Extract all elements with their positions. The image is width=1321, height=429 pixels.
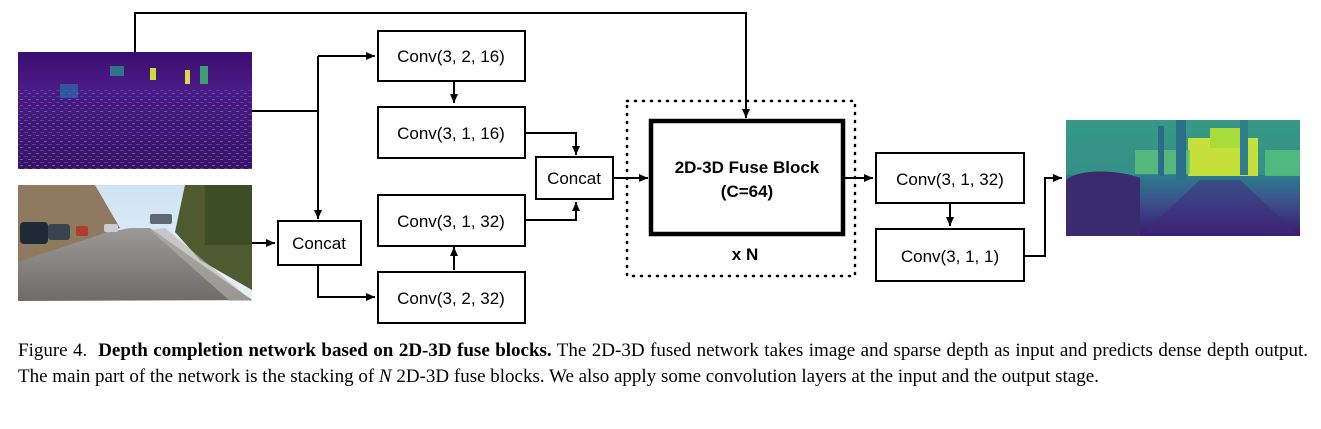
conv-out2-label: Conv(3, 1, 1) — [901, 247, 999, 266]
box-conv-a: Conv(3, 2, 16) — [377, 30, 526, 82]
box-conv-b: Conv(3, 1, 16) — [377, 106, 526, 159]
conv-c-label: Conv(3, 1, 32) — [397, 212, 505, 231]
conv-out1-label: Conv(3, 1, 32) — [896, 170, 1004, 189]
rgb-street-image — [18, 185, 252, 301]
box-concat-mid: Concat — [535, 156, 614, 200]
caption-title: Depth completion network based on 2D-3D … — [98, 340, 552, 361]
caption-var-n: N — [378, 366, 392, 387]
concat-input-label: Concat — [292, 234, 346, 253]
concat-mid-label: Concat — [547, 169, 601, 188]
caption-prefix: Figure 4. — [18, 340, 88, 361]
conv-d-label: Conv(3, 2, 32) — [397, 289, 505, 308]
fuse-block-channels: (C=64) — [721, 182, 773, 201]
box-fuse-block: 2D-3D Fuse Block (C=64) — [648, 118, 846, 237]
box-concat-input: Concat — [277, 220, 362, 266]
caption-text-1: The 2D-3D fused network takes image and … — [18, 340, 1308, 387]
repeat-region — [625, 99, 857, 278]
fuse-block-title: 2D-3D Fuse Block — [675, 158, 820, 177]
repeat-label: x N — [732, 245, 758, 264]
network-diagram: Conv(3, 2, 16) Conv(3, 1, 16) Conv(3, 1,… — [18, 12, 1300, 324]
box-conv-d: Conv(3, 2, 32) — [377, 271, 526, 324]
conv-a-label: Conv(3, 2, 16) — [397, 47, 505, 66]
dense-depth-output-image — [1066, 120, 1300, 236]
box-conv-out2: Conv(3, 1, 1) — [875, 228, 1025, 282]
caption-text-2: 2D-3D fuse blocks. We also apply some co… — [396, 366, 1099, 387]
sparse-depth-image — [18, 52, 252, 169]
conv-b-label: Conv(3, 1, 16) — [397, 124, 505, 143]
connections — [134, 12, 1062, 301]
figure-caption: Figure 4. Depth completion network based… — [18, 338, 1308, 390]
box-conv-c: Conv(3, 1, 32) — [377, 194, 526, 247]
box-conv-out1: Conv(3, 1, 32) — [875, 152, 1025, 204]
